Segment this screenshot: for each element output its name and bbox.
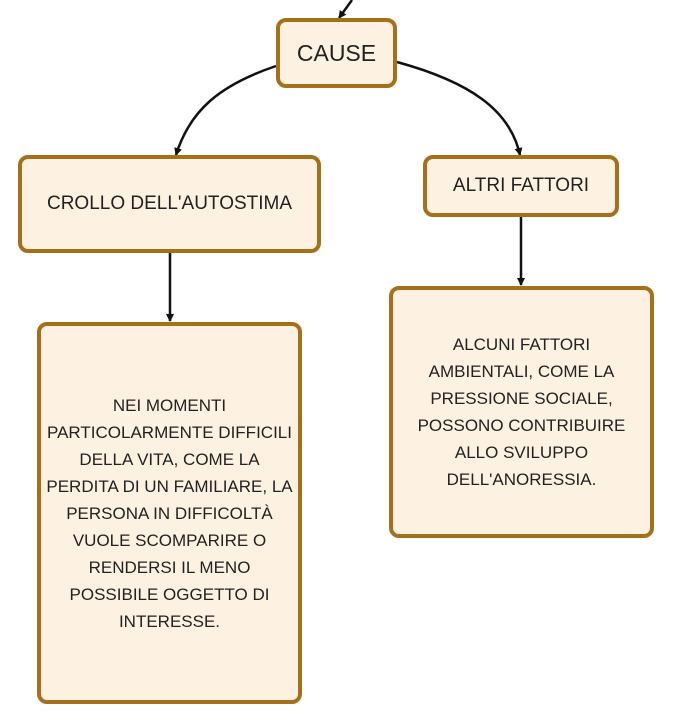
node-nei-momenti[interactable]: NEI MOMENTI PARTICOLARMENTE DIFFICILI DE… bbox=[37, 322, 302, 704]
node-cause[interactable]: CAUSE bbox=[276, 18, 397, 88]
connector-cause-to-crollo bbox=[174, 64, 277, 156]
node-altri-fattori-label: ALTRI FATTORI bbox=[452, 175, 590, 196]
node-alcuni-fattori-text: ALCUNI FATTORI AMBIENTALI, COME LA PRESS… bbox=[417, 335, 626, 489]
node-crollo-autostima-label: CROLLO DELL'AUTOSTIMA bbox=[46, 193, 293, 214]
node-nei-momenti-text: NEI MOMENTI PARTICOLARMENTE DIFFICILI DE… bbox=[46, 395, 293, 631]
node-cause-label: CAUSE bbox=[296, 39, 377, 66]
connector-cause-to-altri bbox=[396, 60, 523, 156]
incoming-connector bbox=[337, 0, 354, 19]
node-crollo-autostima[interactable]: CROLLO DELL'AUTOSTIMA bbox=[18, 155, 321, 253]
node-alcuni-fattori[interactable]: ALCUNI FATTORI AMBIENTALI, COME LA PRESS… bbox=[389, 286, 654, 538]
node-altri-fattori[interactable]: ALTRI FATTORI bbox=[423, 155, 619, 217]
